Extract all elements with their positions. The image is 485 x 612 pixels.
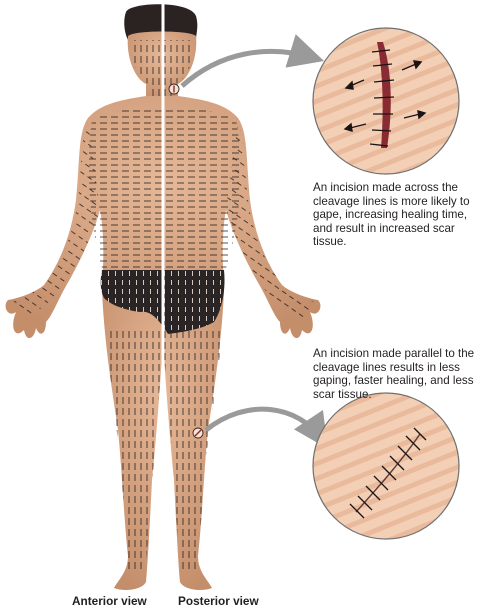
cleavage-lines-left-arm [12, 122, 100, 318]
sutures-bottom [349, 427, 427, 519]
gaping-incision [377, 42, 391, 148]
sutures-top [369, 49, 395, 147]
inset-incision-parallel [312, 392, 460, 540]
inset-incision-across [312, 27, 460, 175]
pointer-arrow-bottom [204, 406, 328, 449]
cleavage-lines-legs [106, 330, 222, 570]
label-posterior-view: Posterior view [178, 594, 259, 608]
incision-marker-neck [168, 83, 180, 95]
hair [124, 4, 198, 40]
label-anterior-view: Anterior view [72, 594, 147, 608]
cleavage-lines-right-arm [226, 122, 314, 318]
caption-incision-parallel: An incision made parallel to the cleavag… [313, 347, 475, 401]
closed-incision [355, 433, 421, 513]
gape-arrows [343, 60, 427, 132]
caption-incision-across: An incision made across the cleavage lin… [313, 181, 470, 248]
incision-marker-knee [192, 427, 204, 439]
pointer-arrow-top [180, 34, 325, 88]
cleavage-lines-torso [88, 108, 241, 268]
human-body [5, 2, 321, 590]
